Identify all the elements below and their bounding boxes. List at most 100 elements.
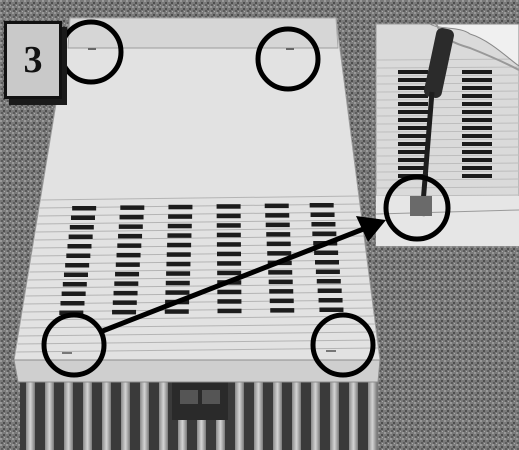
heatsink-fin (311, 382, 320, 450)
vent-slot (166, 271, 191, 276)
vent-slot (217, 270, 242, 276)
vent-slot (264, 203, 289, 209)
vent-slot (462, 134, 492, 138)
vent-slot (319, 307, 344, 312)
vent-slot (168, 214, 193, 219)
vent-slot (164, 309, 189, 314)
vent-slot (462, 118, 492, 122)
vent-slot (314, 250, 339, 255)
vent-slot (216, 213, 241, 219)
vent-slot (317, 288, 342, 293)
vent-slot (462, 102, 492, 106)
vent-slot (398, 134, 428, 138)
vent-slot (398, 86, 428, 90)
vent-slot (112, 300, 137, 305)
vent-slot (166, 252, 191, 257)
callout-circle-inset (383, 174, 451, 242)
vent-slot (462, 70, 492, 74)
vent-slot (167, 233, 192, 238)
vent-slot (113, 290, 138, 296)
vent-slot (462, 142, 492, 146)
vent-slot (316, 279, 341, 284)
vent-slot (269, 298, 294, 304)
vent-slot (462, 78, 492, 82)
vent-slot (398, 78, 428, 82)
vent-slot (398, 126, 428, 130)
vent-slot (265, 213, 290, 218)
vent-slot (269, 289, 294, 294)
vent-slot (217, 289, 242, 295)
vent-slot (216, 242, 241, 247)
vent-slot (167, 223, 192, 229)
vent-slot (398, 158, 428, 162)
vent-slot (462, 166, 492, 170)
vent-slot (268, 279, 293, 285)
vent-slot (60, 301, 85, 306)
vent-slot (217, 251, 242, 257)
vent-slot (267, 251, 292, 256)
vent-slot (265, 222, 290, 228)
vent-slot (117, 243, 142, 248)
vent-slot (268, 270, 293, 275)
vent-slot (217, 308, 242, 314)
vent-slot (310, 212, 335, 217)
screw-mark-top-left (88, 48, 96, 50)
heatsink-fin (26, 382, 35, 450)
heatsink-fin (330, 382, 339, 450)
vent-slot (398, 118, 428, 122)
heatsink-fin (159, 382, 168, 450)
vent-slot (166, 261, 191, 267)
screwdriver-shaft (419, 91, 435, 217)
vent-slot (398, 102, 428, 106)
vent-slot (120, 205, 145, 210)
vent-slot (65, 263, 90, 268)
vent-slot (462, 174, 492, 178)
vent-slot (68, 234, 93, 239)
heatsink-fin (102, 382, 111, 450)
screw-mark-bottom-right (326, 350, 336, 352)
vent-slot (66, 253, 91, 258)
heatsink (20, 378, 377, 450)
callout-circle-bottom-left (41, 312, 107, 378)
vent-slot (311, 222, 336, 227)
vent-slot (69, 225, 94, 230)
vent-slot (462, 126, 492, 130)
vent-slot (216, 223, 241, 228)
vent-slot (398, 150, 428, 154)
vent-slot (315, 260, 340, 265)
vent-slot (216, 232, 241, 238)
heatsink-fin (64, 382, 73, 450)
vent-slot (216, 204, 241, 209)
vent-slot (63, 272, 88, 277)
vent-slot (72, 206, 97, 211)
heatsink-fin (121, 382, 130, 450)
vent-slot (168, 204, 193, 210)
vent-slot (165, 290, 190, 295)
heatsink-fin (368, 382, 377, 450)
heatsink-fin (235, 382, 244, 450)
vent-slot (266, 241, 291, 247)
callout-circle-bottom-right (310, 312, 376, 378)
callout-circle-top-right (255, 26, 321, 92)
vent-slot (115, 271, 140, 277)
heatsink-fin (83, 382, 92, 450)
vent-slot (462, 158, 492, 162)
vent-slot (119, 214, 144, 220)
hand (428, 23, 519, 67)
vent-slot (266, 232, 291, 237)
vent-slot (398, 110, 428, 114)
vent-slot (462, 94, 492, 98)
vent-slot (70, 215, 95, 220)
vent-slot (309, 203, 334, 208)
vent-slot (318, 298, 343, 303)
vent-slot (61, 291, 86, 296)
vent-slot (118, 224, 143, 229)
heatsink-fin (254, 382, 263, 450)
vent-slot (398, 70, 428, 74)
screw-mark-top-right (286, 48, 294, 50)
screw-mark-bottom-left (62, 352, 72, 354)
vent-slot (462, 150, 492, 154)
step-number: 3 (23, 39, 43, 81)
vent-slot (114, 281, 139, 286)
vent-slot (115, 262, 140, 267)
